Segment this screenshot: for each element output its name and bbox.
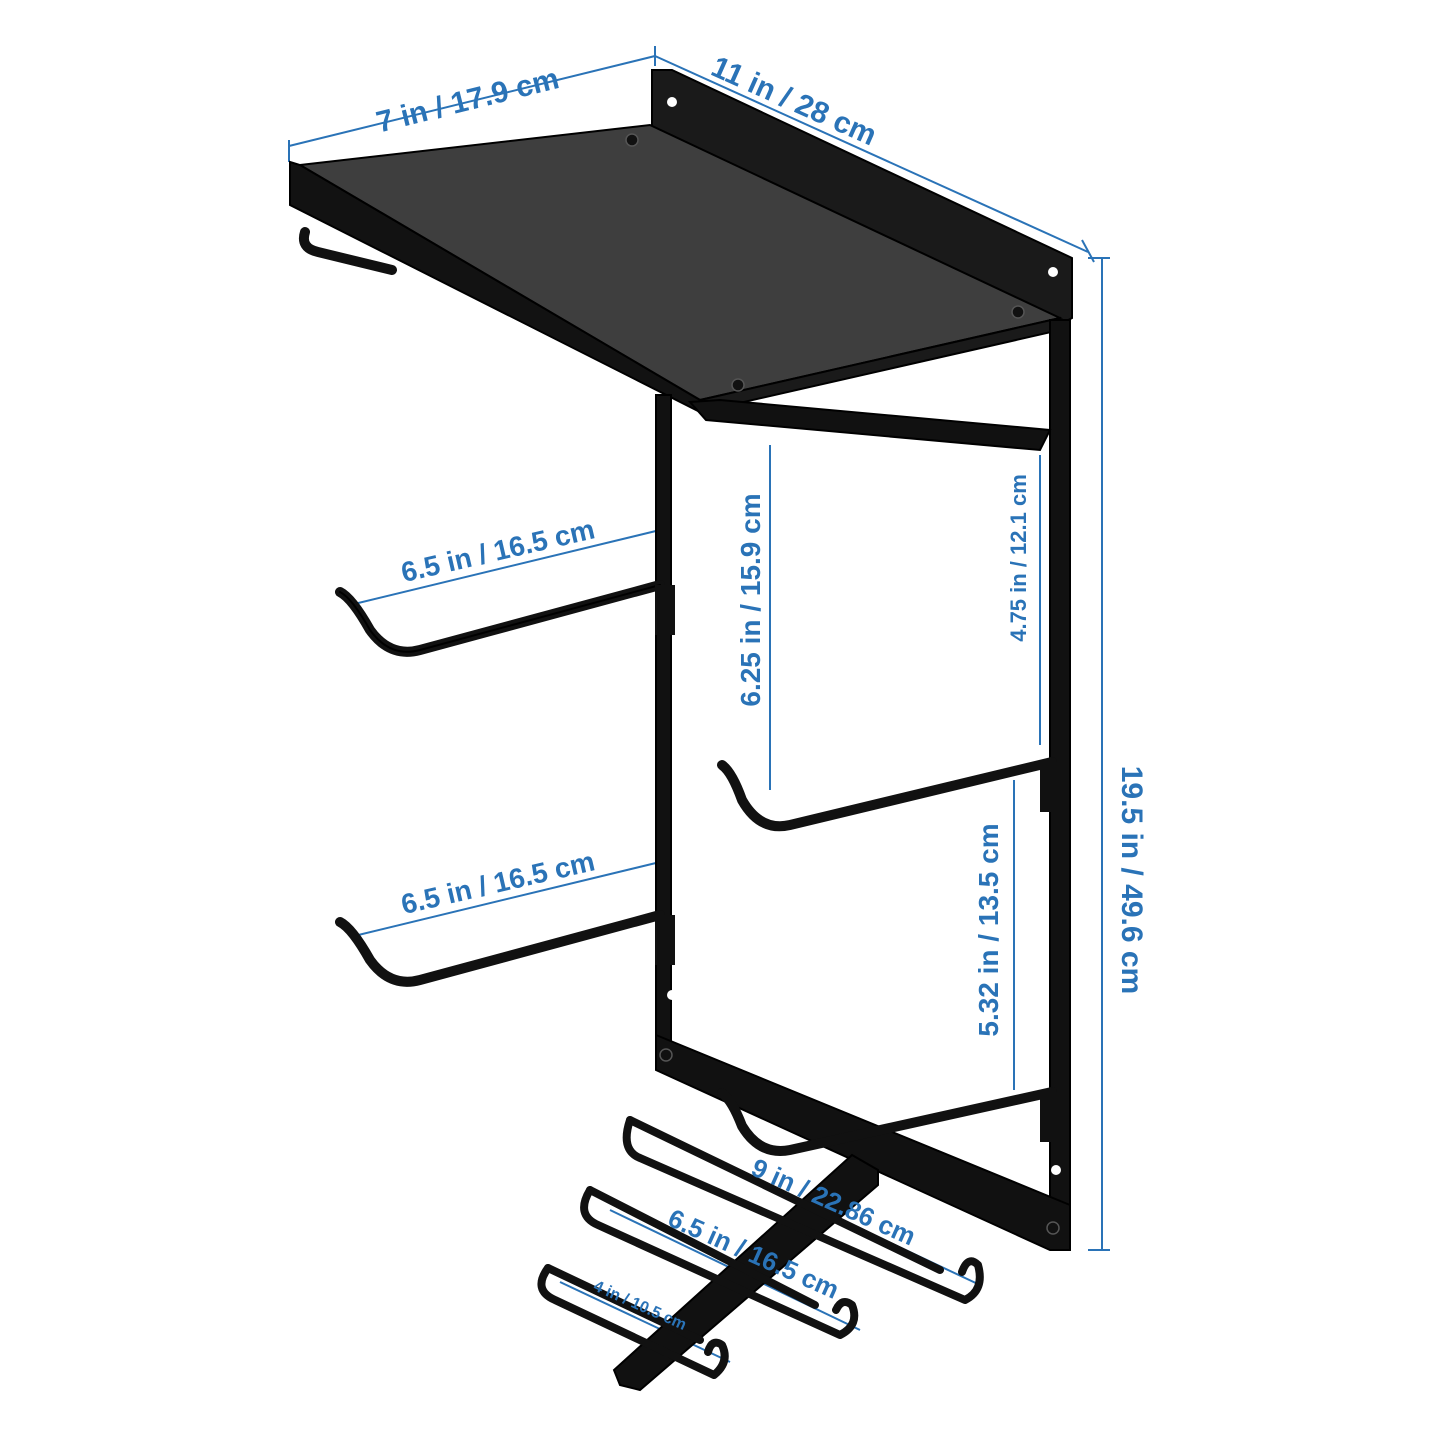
top-shelf: [289, 69, 1073, 414]
label-arm-lower-left: 6.5 in / 16.5 cm: [398, 845, 598, 920]
label-total-height: 19.5 in / 49.6 cm: [1115, 766, 1148, 994]
label-spacing-right-top: 4.75 in / 12.1 cm: [1006, 474, 1031, 642]
bike-arms: [335, 580, 1057, 1156]
arm-brackets: [655, 585, 1060, 1142]
label-shelf-depth: 7 in / 17.9 cm: [373, 62, 562, 139]
label-arm-upper-left: 6.5 in / 16.5 cm: [398, 513, 598, 588]
wall-frame: [655, 319, 1071, 1251]
label-spacing-left-right: 6.25 in / 15.9 cm: [735, 493, 766, 706]
label-spacing-right-bottom: 5.32 in / 13.5 cm: [973, 823, 1004, 1036]
hook-bar: [537, 1116, 984, 1392]
